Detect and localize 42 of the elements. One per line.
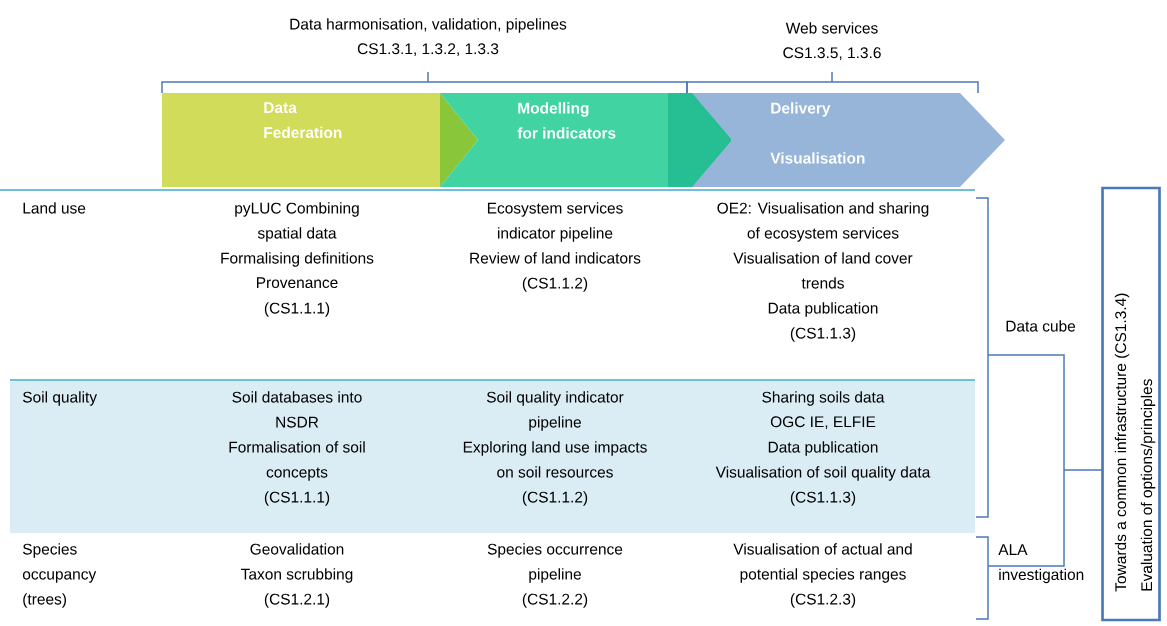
cell-text: (CS1.1.2)	[522, 491, 588, 506]
cell-text: Visualisation of land cover trends	[733, 252, 913, 289]
bracket-caption: CS1.3.5, 1.3.6	[783, 47, 881, 61]
cell-text: Geovalidation	[250, 543, 344, 555]
row-header: Species occupancy (trees)	[22, 543, 97, 608]
cell-text: (CS1.1.3)	[790, 491, 856, 506]
cell-text: Data publication	[768, 441, 878, 456]
cell-text: Visualisation of actual and potential species ranges	[733, 543, 912, 583]
cell-text: Exploring land use impacts on soil resources	[463, 441, 647, 478]
cell-text: (CS1.1.1)	[264, 302, 330, 317]
cell-text: Provenance	[257, 277, 338, 289]
vertical-box: Towards a common infrastructure (CS1.3.4) Evaluation of options/principles	[1101, 186, 1161, 622]
cell-text: pyLUC Combining spatial data	[235, 202, 359, 242]
bracket-caption: Web services	[785, 22, 878, 34]
cell-text: Taxon scrubbing	[241, 568, 353, 583]
bracket-caption: ALA investigation	[998, 544, 1084, 584]
cell-text: Species occurrence pipeline	[487, 543, 623, 583]
cell-text: Review of land indicators	[470, 252, 641, 264]
cell-text: Formalising definitions	[221, 252, 374, 267]
stage-block: Delivery Visualisation	[692, 93, 1005, 187]
cell-text: (CS1.1.3)	[790, 327, 856, 342]
cell-text: Sharing soils data	[762, 391, 885, 406]
cell-text: OE2: Visualisation and sharing of ecosystem services	[717, 202, 929, 242]
bracket-caption: Data harmonisation, validation, pipelines	[290, 18, 567, 33]
row-header: Land use	[23, 202, 86, 214]
stage-block: Modelling for indicators	[440, 93, 732, 187]
row-header: Soil quality	[23, 391, 97, 406]
cell-text: Ecosystem services indicator pipeline	[487, 202, 623, 242]
stage-block: Data Federation	[162, 93, 478, 187]
cell-text: (CS1.2.2)	[522, 593, 588, 608]
cell-text: Soil databases into NSDR	[232, 391, 362, 428]
cell-text: OGC IE, ELFIE	[770, 416, 876, 430]
cell-text: Data publication	[768, 302, 878, 317]
cell-text: (CS1.2.3)	[790, 593, 856, 608]
cell-text: (CS1.1.1)	[264, 491, 330, 506]
bracket-caption: Data cube	[1006, 320, 1076, 332]
bracket-caption: CS1.3.1, 1.3.2, 1.3.3	[357, 43, 499, 57]
cell-text: Visualisation of soil quality data	[715, 466, 931, 481]
cell-text: Soil quality indicator pipeline	[486, 391, 624, 431]
cell-text: Formalisation of soil concepts	[229, 441, 365, 481]
cell-text: (CS1.2.1)	[264, 593, 330, 608]
cell-text: (CS1.1.2)	[522, 277, 588, 292]
